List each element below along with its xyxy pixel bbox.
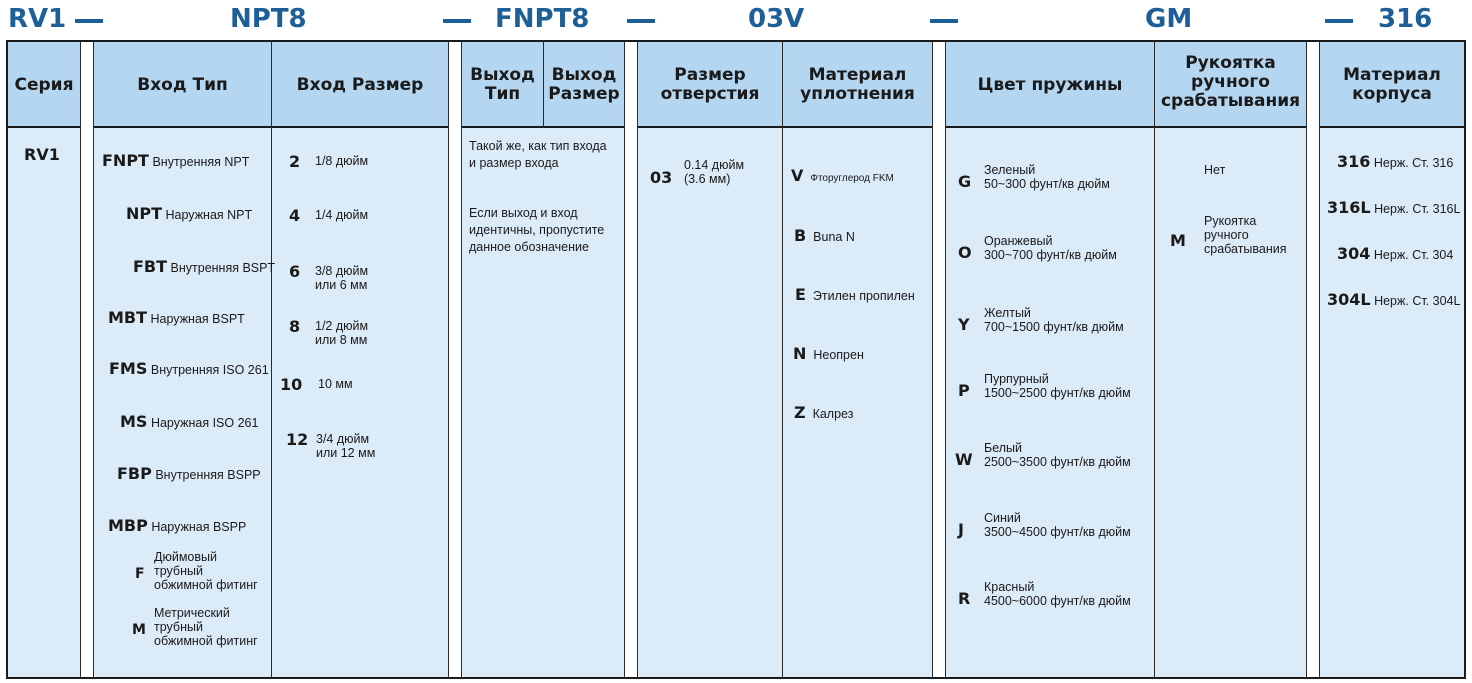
code-dash xyxy=(443,19,471,23)
seal-option: V Фторуглерод FKM xyxy=(791,166,894,185)
seal-option: E Этилен пропилен xyxy=(795,285,915,304)
seal-option: Z Калрез xyxy=(794,403,854,422)
code-body: 316 xyxy=(1378,4,1433,34)
divider xyxy=(80,42,81,677)
code-outlet: FNPT8 xyxy=(495,4,590,34)
inlet-type-option: FBT Внутренняя BSPT xyxy=(133,257,276,276)
series-option: RV1 xyxy=(24,145,60,164)
body-material-option: 304L Нерж. Ст. 304L xyxy=(1327,290,1461,309)
divider xyxy=(543,42,544,128)
divider xyxy=(448,42,449,677)
inlet-type-option: MS Наружная ISO 261 xyxy=(120,412,259,431)
body-material-column xyxy=(1320,42,1464,677)
divider xyxy=(461,42,462,677)
header-inlet-size: Вход Размер xyxy=(296,75,424,95)
series-column xyxy=(8,42,80,677)
inlet-size-option: 4 1/4 дюйм xyxy=(289,206,369,225)
header-spring: Цвет пружины xyxy=(977,75,1123,95)
inlet-type-option: FNPT Внутренняя NPT xyxy=(102,151,250,170)
handle-none-option: Нет xyxy=(1204,163,1226,177)
header-inlet-type: Вход Тип xyxy=(137,75,228,95)
body-material-option: 316L Нерж. Ст. 316L xyxy=(1327,198,1461,217)
body-material-option: 304 Нерж. Ст. 304 xyxy=(1337,244,1454,263)
seal-option: B Buna N xyxy=(794,226,855,245)
code-dash xyxy=(930,19,958,23)
orifice-option: 03 0.14 дюйм(3.6 мм) xyxy=(650,158,745,187)
inlet-size-option: 2 1/8 дюйм xyxy=(289,152,369,171)
code-inlet: NPT8 xyxy=(230,4,307,34)
inlet-size-option: 10 10 мм xyxy=(280,375,353,394)
divider xyxy=(624,42,625,677)
divider xyxy=(932,42,933,677)
code-dash xyxy=(627,19,655,23)
code-dash xyxy=(1325,19,1353,23)
divider xyxy=(945,42,946,677)
header-series: Серия xyxy=(14,75,74,95)
divider xyxy=(1306,42,1307,677)
code-series: RV1 xyxy=(8,4,67,34)
body-material-option: 316 Нерж. Ст. 316 xyxy=(1337,152,1454,171)
divider xyxy=(271,42,272,677)
divider xyxy=(93,42,94,677)
divider xyxy=(637,42,638,677)
code-dash xyxy=(75,19,103,23)
inlet-type-option: FBP Внутренняя BSPP xyxy=(117,464,261,483)
inlet-type-option: MBT Наружная BSPT xyxy=(108,308,245,327)
model-code-line: RV1 NPT8 FNPT8 03V GM 316 xyxy=(0,0,1472,40)
code-orifice-seal: 03V xyxy=(748,4,805,34)
divider xyxy=(1154,42,1155,677)
seal-option: N Неопрен xyxy=(793,344,864,363)
inlet-type-option: NPT Наружная NPT xyxy=(126,204,253,223)
divider xyxy=(1319,42,1320,677)
code-spring-handle: GM xyxy=(1145,4,1193,34)
spring-handle-column xyxy=(946,42,1306,677)
divider xyxy=(782,42,783,677)
orifice-seal-column xyxy=(638,42,932,677)
inlet-type-option: MBP Наружная BSPP xyxy=(108,516,247,535)
inlet-type-option: FMS Внутренняя ISO 261 xyxy=(109,359,269,378)
